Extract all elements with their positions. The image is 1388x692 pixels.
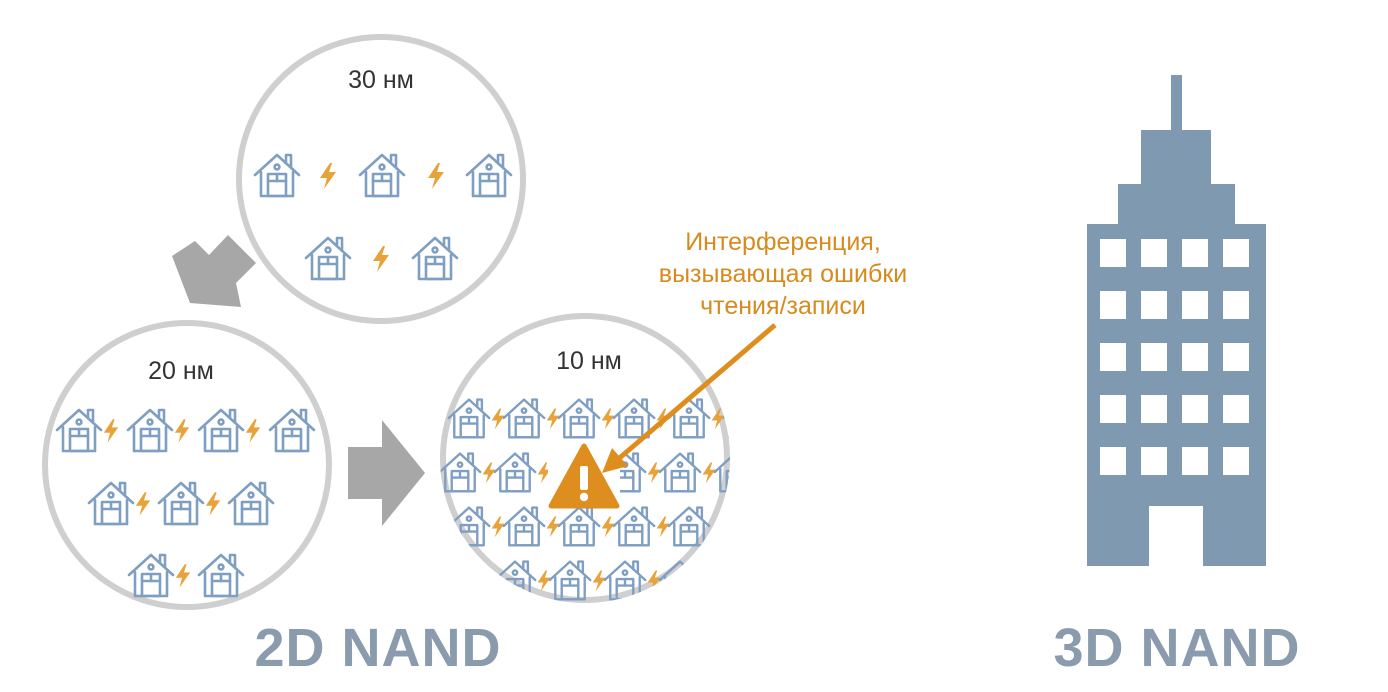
warning-icon	[548, 443, 620, 509]
building-door	[1149, 506, 1203, 566]
window	[1141, 343, 1167, 371]
annotation-arrowhead	[602, 448, 628, 473]
window	[1223, 447, 1249, 475]
house-icon	[713, 560, 730, 601]
window	[1223, 291, 1249, 319]
house-icon	[129, 627, 173, 668]
skyscraper-icon	[1087, 75, 1266, 566]
lightning-bolt-icon	[176, 636, 190, 659]
lightning-bolt-icon	[712, 624, 725, 645]
annotation-line-1: Интерференция,	[685, 228, 881, 256]
title-3d-nand: 3D NAND	[1053, 618, 1300, 678]
house-icon	[669, 616, 709, 654]
interference-annotation: Интерференция, вызывающая ошибки чтения/…	[602, 228, 907, 473]
window	[1141, 395, 1167, 423]
circle-30nm: 30 нм	[236, 34, 526, 324]
circle-20nm: 20 нм	[42, 320, 332, 668]
scale-label-30nm: 30 нм	[348, 66, 414, 94]
circle-10nm: 10 нм	[440, 313, 764, 654]
window	[1182, 395, 1208, 423]
window	[1182, 291, 1208, 319]
house-icon	[614, 616, 654, 654]
window	[1182, 447, 1208, 475]
window	[1141, 291, 1167, 319]
arrow-right-icon	[348, 420, 425, 526]
lightning-bolt-icon	[547, 624, 560, 645]
house-icon	[722, 398, 730, 439]
house-icon	[504, 616, 544, 654]
window	[1182, 343, 1208, 371]
window	[1100, 343, 1126, 371]
house-icon	[724, 616, 764, 654]
window	[1141, 239, 1167, 267]
lightning-bolt-icon	[482, 570, 496, 592]
house-icon	[559, 616, 599, 654]
window	[1182, 239, 1208, 267]
lightning-bolt-icon	[702, 570, 716, 592]
window	[1100, 239, 1126, 267]
lightning-bolt-icon	[602, 624, 615, 645]
window	[1223, 395, 1249, 423]
scale-label-10nm: 10 нм	[556, 347, 622, 375]
window	[1223, 343, 1249, 371]
house-icon	[199, 627, 243, 668]
window	[1141, 447, 1167, 475]
house-icon	[722, 506, 730, 547]
arrow-down-left-icon	[172, 235, 256, 307]
annotation-arrow-line	[614, 323, 777, 463]
window	[1100, 395, 1126, 423]
lightning-bolt-icon	[657, 624, 670, 645]
building-windows	[1100, 239, 1249, 475]
annotation-line-3: чтения/записи	[700, 292, 866, 320]
window	[1223, 239, 1249, 267]
window	[1100, 447, 1126, 475]
annotation-line-2: вызывающая ошибки	[659, 260, 907, 288]
window	[1100, 291, 1126, 319]
house-icon	[440, 560, 482, 601]
scale-label-20nm: 20 нм	[148, 357, 214, 385]
title-2d-nand: 2D NAND	[254, 618, 501, 678]
